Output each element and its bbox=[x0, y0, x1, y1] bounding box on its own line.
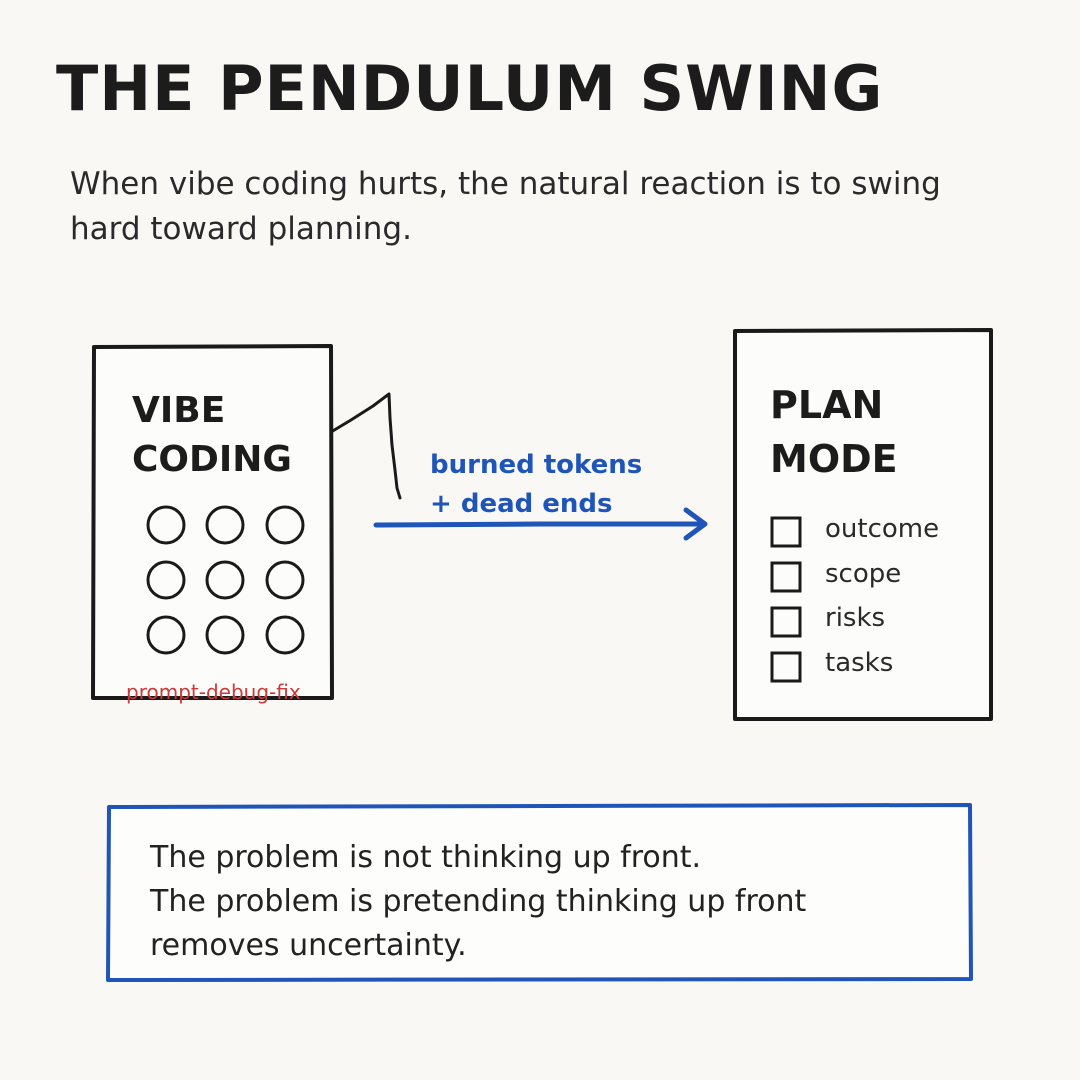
dot bbox=[205, 615, 245, 655]
dot-grid bbox=[146, 505, 305, 655]
note-line: The problem is not thinking up front. bbox=[150, 840, 702, 875]
plan-mode-box: PLAN MODE outcome scope risks tasks bbox=[733, 328, 993, 721]
checklist-label: tasks bbox=[825, 648, 893, 678]
note-line: removes uncertainty. bbox=[150, 928, 467, 963]
checklist-item: scope bbox=[770, 559, 901, 593]
note-box-outline bbox=[106, 803, 973, 982]
vibe-box-outline bbox=[91, 344, 334, 700]
checkbox-icon bbox=[770, 516, 802, 548]
dot bbox=[205, 560, 245, 600]
page-title: THE PENDULUM SWING bbox=[56, 52, 884, 125]
note-box: The problem is not thinking up front. Th… bbox=[150, 836, 950, 968]
scribble-line bbox=[329, 392, 402, 500]
checkbox-icon bbox=[770, 561, 802, 593]
arrow-label-line-1: burned tokens bbox=[430, 450, 642, 480]
checklist-label: scope bbox=[825, 559, 901, 589]
dot bbox=[265, 560, 305, 600]
plan-title-line-2: MODE bbox=[770, 437, 898, 481]
checkbox-icon bbox=[770, 606, 802, 638]
swing-arrow: burned tokens + dead ends bbox=[373, 450, 708, 541]
loop-caption: prompt-debug-fix bbox=[126, 680, 301, 704]
vibe-title-line-2: CODING bbox=[132, 439, 292, 480]
checklist-item: outcome bbox=[770, 514, 939, 548]
checklist-label: risks bbox=[825, 603, 885, 633]
dot bbox=[146, 560, 186, 600]
dot bbox=[146, 615, 186, 655]
checklist-item: tasks bbox=[770, 648, 893, 683]
checkbox-icon bbox=[770, 651, 802, 683]
dot bbox=[146, 505, 186, 545]
vibe-coding-box: VIBE CODING prompt-debug-fix bbox=[91, 344, 334, 704]
arrow-head bbox=[683, 507, 708, 541]
checklist-label: outcome bbox=[825, 514, 939, 544]
dot bbox=[265, 505, 305, 545]
note-line: The problem is pretending thinking up fr… bbox=[150, 884, 807, 919]
arrow-label-line-2: + dead ends bbox=[430, 489, 613, 519]
plan-title-line-1: PLAN bbox=[770, 383, 883, 427]
checklist-item: risks bbox=[770, 603, 885, 638]
subtitle: When vibe coding hurts, the natural reac… bbox=[70, 166, 941, 247]
vibe-title-line-1: VIBE bbox=[132, 390, 225, 431]
dot bbox=[265, 615, 305, 655]
arrow-shaft bbox=[373, 521, 703, 528]
dot bbox=[205, 505, 245, 545]
